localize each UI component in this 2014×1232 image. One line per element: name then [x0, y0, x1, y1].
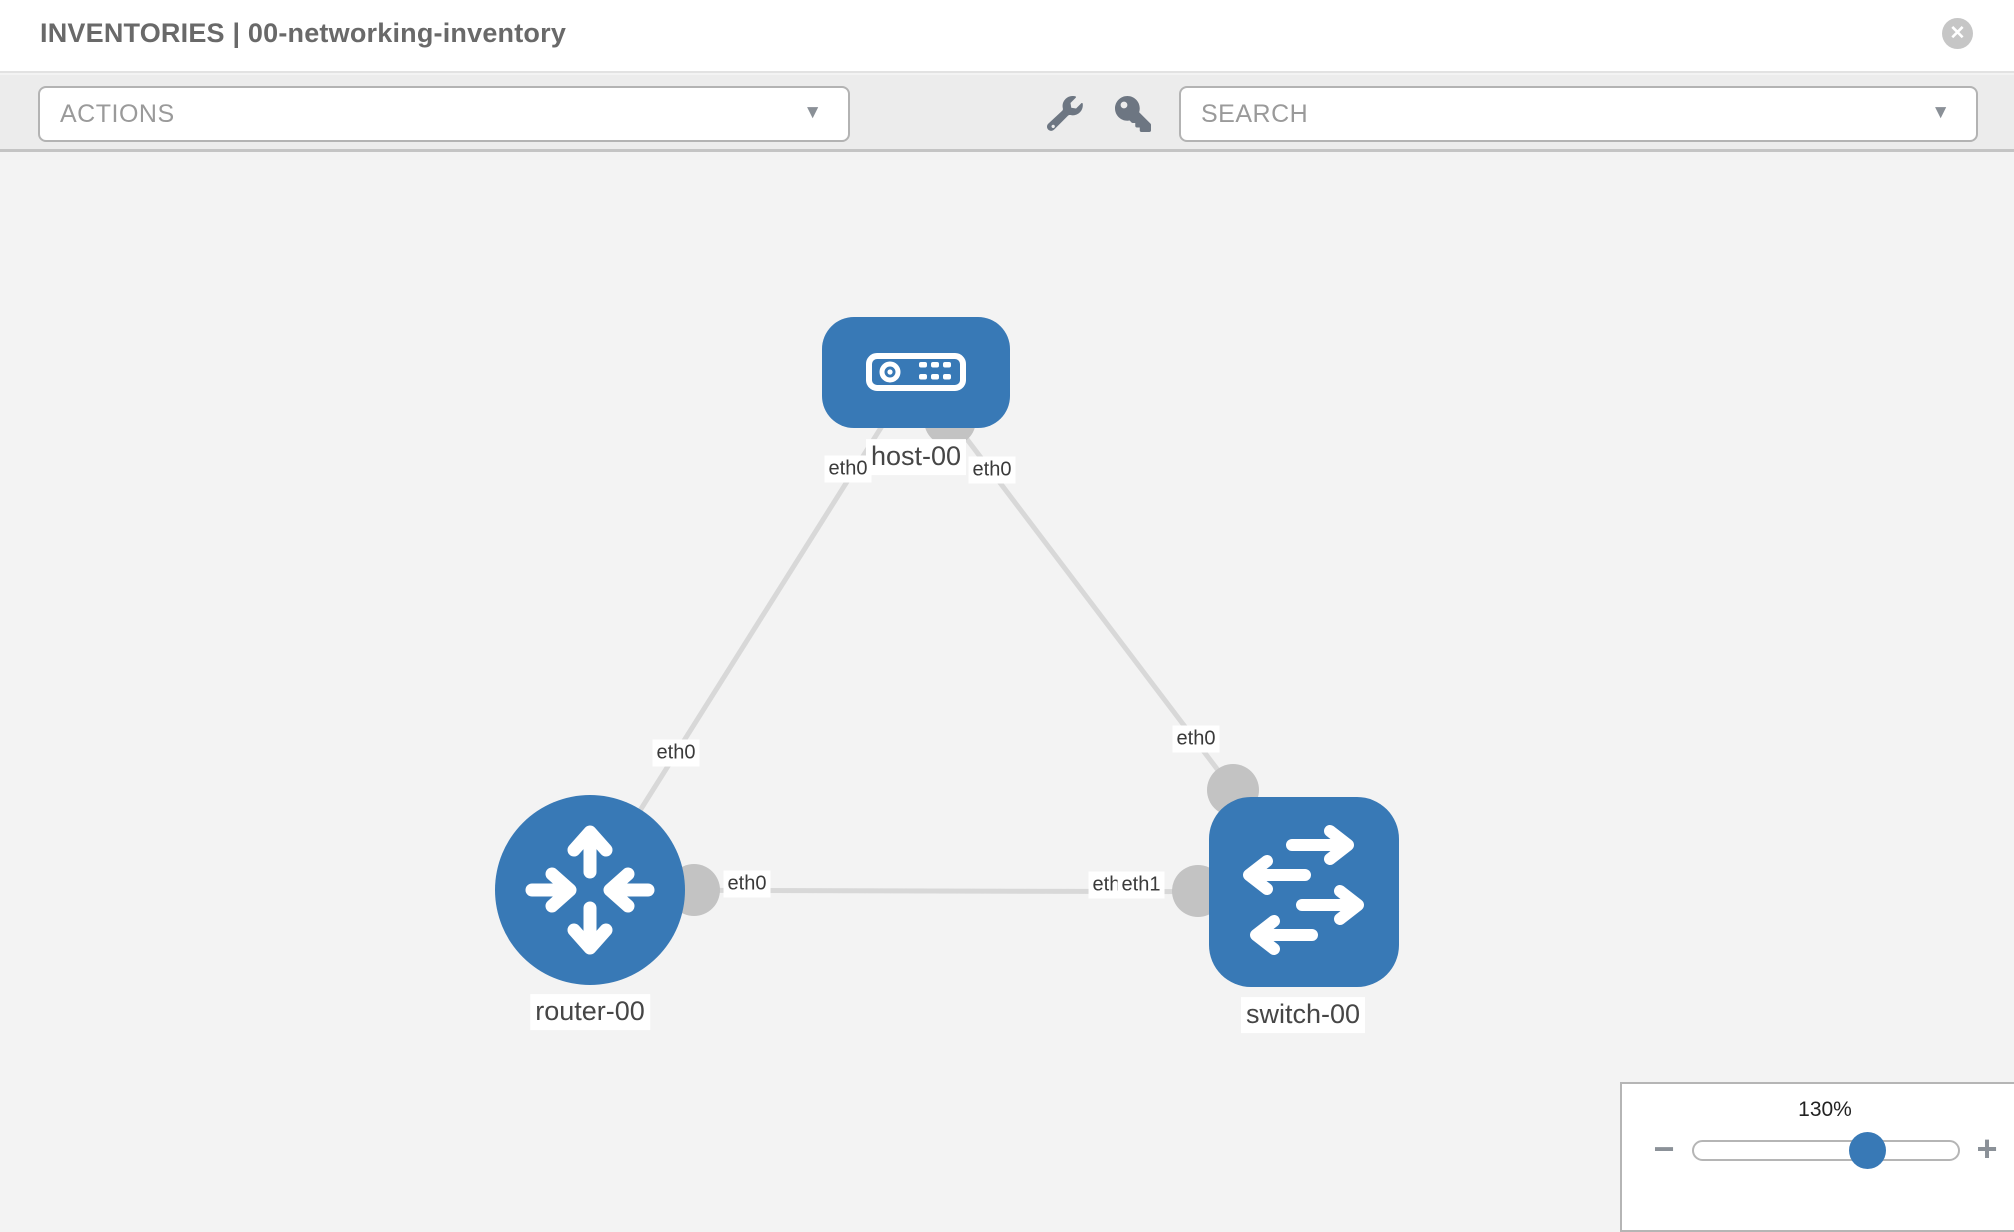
- configure-button[interactable]: [1045, 94, 1085, 134]
- switch-icon: [1243, 825, 1364, 955]
- node-router-00[interactable]: [495, 795, 685, 985]
- interface-label-router-eth0-b: eth0: [723, 870, 771, 898]
- minus-icon: −: [1653, 1128, 1675, 1169]
- zoom-panel: 130% − +: [1620, 1082, 2014, 1232]
- node-host-00[interactable]: [822, 317, 1010, 428]
- search-dropdown-label: SEARCH: [1201, 99, 1309, 128]
- topology-canvas[interactable]: host-00 router-00 switch-00 eth0 eth0 et…: [0, 152, 2014, 1200]
- host-icon: [866, 353, 966, 391]
- close-button[interactable]: ✕: [1942, 18, 1973, 49]
- node-switch-00[interactable]: [1209, 797, 1399, 987]
- interface-label-host-eth0-a: eth0: [824, 455, 872, 483]
- node-label-host: host-00: [865, 439, 967, 475]
- close-icon: ✕: [1949, 23, 1966, 44]
- credentials-button[interactable]: [1113, 94, 1153, 134]
- interface-label-router-eth0-a: eth0: [652, 739, 700, 767]
- zoom-out-button[interactable]: −: [1642, 1124, 1686, 1174]
- window-header: INVENTORIES | 00-networking-inventory ✕: [0, 0, 2014, 73]
- router-icon: [525, 825, 655, 955]
- chevron-down-icon: ▼: [1931, 102, 1950, 123]
- wrench-icon: [1047, 96, 1083, 131]
- actions-dropdown[interactable]: ACTIONS ▼: [38, 86, 850, 142]
- plus-icon: +: [1976, 1128, 1998, 1169]
- zoom-slider[interactable]: [1692, 1132, 1960, 1169]
- link-host-switch[interactable]: [913, 369, 1236, 793]
- actions-dropdown-label: ACTIONS: [60, 99, 175, 128]
- topology-graph: [495, 317, 1399, 987]
- search-dropdown[interactable]: SEARCH ▼: [1179, 86, 1978, 142]
- interface-label-switch-eth0: eth0: [1172, 725, 1220, 753]
- zoom-in-button[interactable]: +: [1965, 1124, 2009, 1174]
- node-label-router: router-00: [530, 994, 650, 1030]
- node-label-switch: switch-00: [1240, 997, 1366, 1033]
- page-title: INVENTORIES | 00-networking-inventory: [40, 18, 567, 48]
- interface-label-host-eth0-b: eth0: [968, 456, 1016, 484]
- interface-label-switch-eth1: eth1: [1117, 871, 1165, 899]
- zoom-level: 130%: [1798, 1098, 1852, 1121]
- key-icon: [1115, 96, 1151, 132]
- toolbar: ACTIONS ▼ SEARCH ▼: [0, 75, 2014, 152]
- chevron-down-icon: ▼: [803, 102, 822, 123]
- zoom-slider-thumb[interactable]: [1849, 1132, 1886, 1169]
